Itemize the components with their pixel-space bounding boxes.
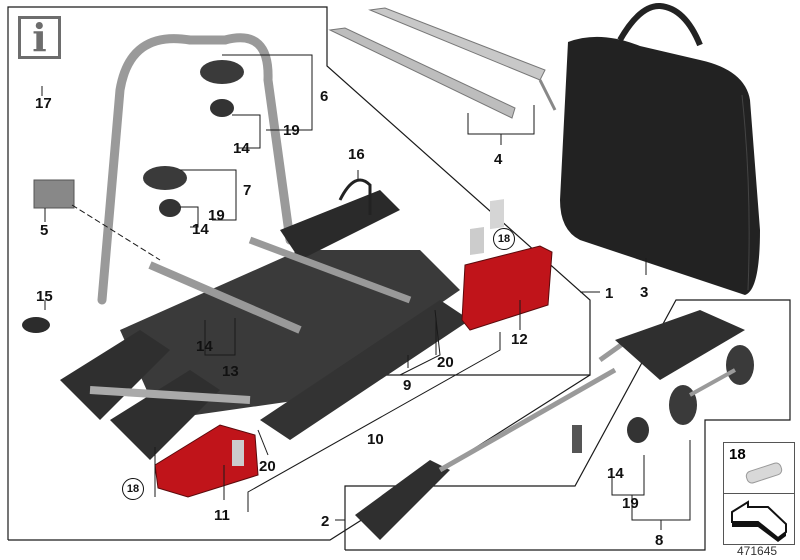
callout-12[interactable]: 12 <box>511 331 528 348</box>
bulb-icon <box>745 462 783 484</box>
rear-light-left-part <box>154 424 259 498</box>
callout-5[interactable]: 5 <box>40 222 49 239</box>
callout-9[interactable]: 9 <box>403 377 412 394</box>
callout-2[interactable]: 2 <box>321 513 330 530</box>
callout-19b[interactable]: 19 <box>208 207 225 224</box>
extension-kit-part <box>355 310 754 540</box>
legend-18-label: 18 <box>729 446 746 463</box>
callout-14a[interactable]: 14 <box>233 140 250 157</box>
callout-10[interactable]: 10 <box>367 431 384 448</box>
callout-14d[interactable]: 14 <box>607 465 624 482</box>
callout-13[interactable]: 13 <box>222 363 239 380</box>
callout-8[interactable]: 8 <box>655 532 664 549</box>
callout-17[interactable]: 17 <box>35 95 52 112</box>
info-icon: i <box>18 16 61 59</box>
callout-19a[interactable]: 19 <box>283 122 300 139</box>
callout-7[interactable]: 7 <box>243 182 252 199</box>
carrier-body-part <box>60 190 470 460</box>
carrier-arch-part <box>97 33 295 305</box>
arrow-symbol-icon <box>731 500 787 542</box>
callout-20b[interactable]: 20 <box>259 458 276 475</box>
callout-11[interactable]: 11 <box>214 507 230 524</box>
callout-20a[interactable]: 20 <box>437 354 454 371</box>
callout-1[interactable]: 1 <box>605 285 614 302</box>
callout-6[interactable]: 6 <box>320 88 329 105</box>
callout-15[interactable]: 15 <box>36 288 53 305</box>
wheel-rails-part <box>328 7 557 119</box>
callout-18-circled-left[interactable]: 18 <box>122 478 144 500</box>
callout-18-circled-right[interactable]: 18 <box>493 228 515 250</box>
callout-16[interactable]: 16 <box>348 146 365 163</box>
bulb-legend: 18 <box>724 443 794 494</box>
legend-box: 18 <box>723 442 795 545</box>
callout-14c[interactable]: 14 <box>196 338 213 355</box>
callout-4[interactable]: 4 <box>494 151 503 168</box>
callout-3[interactable]: 3 <box>640 284 649 301</box>
callout-14b[interactable]: 14 <box>192 221 209 238</box>
callout-19c[interactable]: 19 <box>622 495 639 512</box>
storage-bag-part <box>560 3 760 295</box>
rear-light-right-part <box>461 199 553 331</box>
reference-number: 471645 <box>737 544 778 558</box>
